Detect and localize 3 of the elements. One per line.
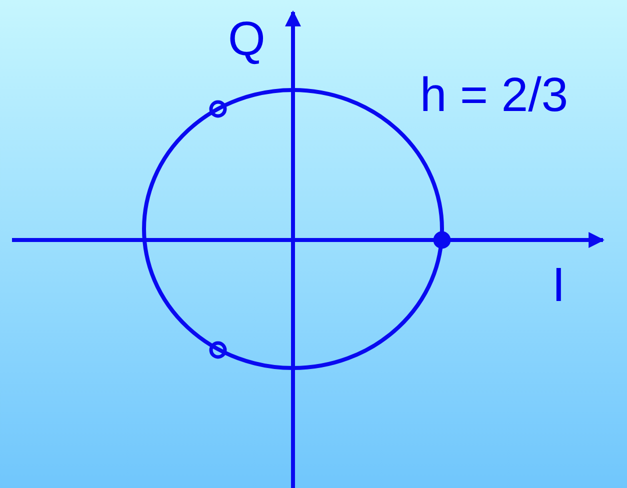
axis-label: I <box>552 262 566 310</box>
parameter-label: h = 2/3 <box>420 72 568 120</box>
axis-label: Q <box>228 16 266 64</box>
